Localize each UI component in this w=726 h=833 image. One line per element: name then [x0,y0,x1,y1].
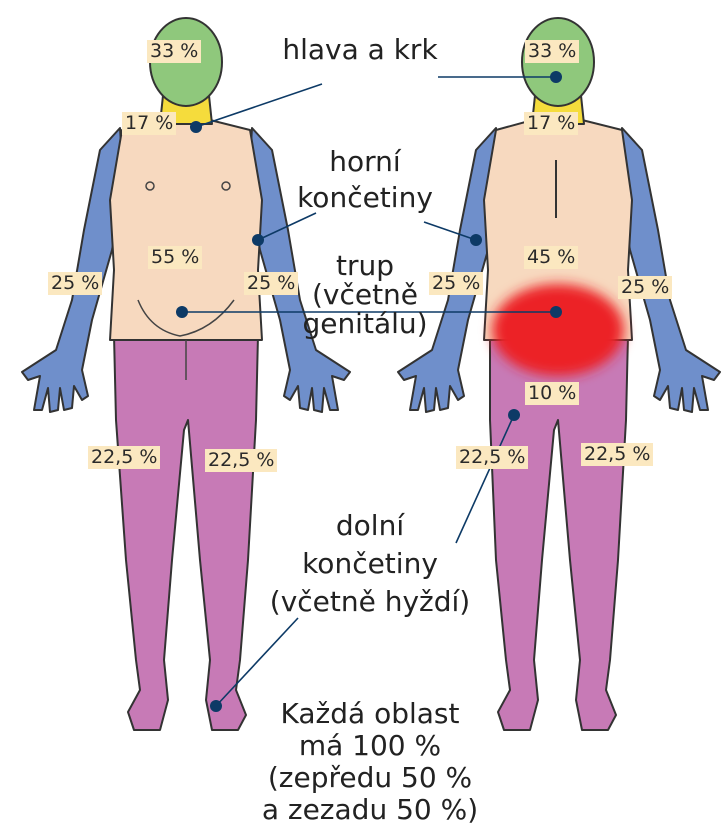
note-line3: (zepředu 50 % [250,762,490,794]
lower-limbs-caption-line3: (včetně hyždí) [250,586,490,618]
front-arm-left-percent: 25 % [48,272,102,295]
trunk-caption-line3: genitálu) [300,308,430,340]
front-leg-left-percent: 22,5 % [88,446,160,469]
front-leg-right-percent: 22,5 % [205,449,277,472]
note-line1: Každá oblast [250,698,490,730]
back-arm-right [618,128,720,412]
front-trunk [110,118,262,340]
back-leg-left-percent: 22,5 % [456,446,528,469]
front-trunk-percent: 55 % [148,246,202,269]
back-buttocks-percent: 10 % [525,382,579,405]
front-arm-left [22,128,124,412]
back-buttocks-area [492,284,624,376]
back-arm-right-percent: 25 % [618,276,672,299]
back-trunk-percent: 45 % [524,246,578,269]
note-line4: a zezadu 50 %) [250,794,490,826]
upper-limbs-caption-line2: končetiny [290,182,440,214]
upper-limbs-caption-line1: horní [290,146,440,178]
back-head-percent: 33 % [525,40,579,63]
front-head-percent: 33 % [147,40,201,63]
head-neck-caption: hlava a krk [270,34,450,66]
front-arm-right-percent: 25 % [244,272,298,295]
lower-limbs-caption-line2: končetiny [290,548,450,580]
front-figure [22,18,350,730]
lower-limbs-caption-line1: dolní [290,510,450,542]
back-neck-percent: 17 % [524,112,578,135]
note-line2: má 100 % [250,730,490,762]
back-leg-right-percent: 22,5 % [581,443,653,466]
front-legs [114,335,258,730]
front-neck-percent: 17 % [122,112,176,135]
back-arm-left-percent: 25 % [429,272,483,295]
